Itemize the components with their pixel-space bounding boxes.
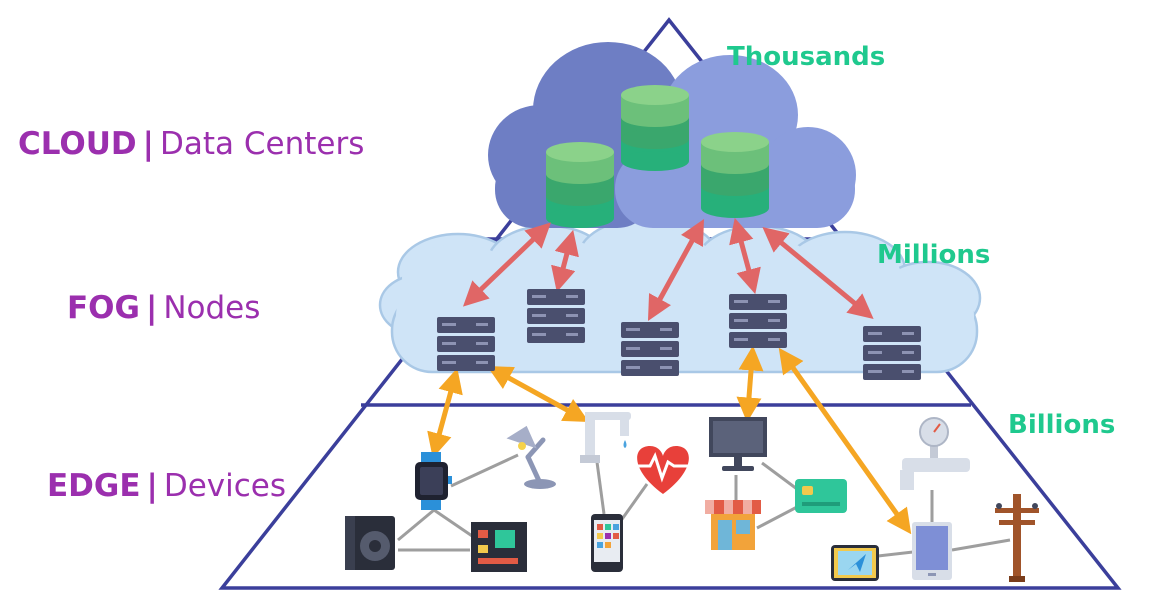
gps-tablet-icon xyxy=(831,545,879,581)
fog-tier-label: FOG|Nodes xyxy=(67,290,260,326)
server-group xyxy=(437,289,921,380)
database-icon xyxy=(546,142,614,228)
bidirectional-arrow xyxy=(427,367,463,459)
desk-lamp-icon xyxy=(506,425,556,489)
bidirectional-arrow xyxy=(778,347,912,535)
smartwatch-icon xyxy=(415,452,452,510)
bidirectional-arrow xyxy=(462,222,552,307)
server-icon xyxy=(729,294,787,348)
server-icon xyxy=(527,289,585,343)
edge-devices xyxy=(345,412,1039,582)
fog-tier-name: FOG xyxy=(67,290,140,326)
device-link-line xyxy=(761,461,798,491)
tablet-icon xyxy=(912,522,952,580)
monitor-icon xyxy=(709,417,767,471)
device-link-line xyxy=(618,483,649,523)
circuit-board-icon xyxy=(471,522,527,572)
server-icon xyxy=(863,326,921,380)
database-icon xyxy=(701,132,769,218)
cloud-tier-label: CLOUD|Data Centers xyxy=(18,126,364,162)
speaker-icon xyxy=(345,516,395,570)
edge-tier-label: EDGE|Devices xyxy=(47,468,286,504)
database-icon xyxy=(621,85,689,171)
cloud-tier-name: CLOUD xyxy=(18,126,137,162)
cloud-count-label: Thousands xyxy=(727,42,886,72)
fog-count-label: Millions xyxy=(877,240,991,270)
pressure-gauge-icon xyxy=(900,417,970,490)
database-group xyxy=(546,85,769,228)
edge-tier-separator: | xyxy=(146,468,158,504)
data-center-cloud xyxy=(488,42,856,228)
device-link-line xyxy=(951,538,1011,552)
edge-tier-name: EDGE xyxy=(47,468,141,504)
cloud-tier-separator: | xyxy=(142,126,154,162)
edge-count-label: Billions xyxy=(1008,410,1116,440)
bidirectional-arrow xyxy=(487,365,589,423)
heart-rate-icon xyxy=(637,446,690,494)
server-icon xyxy=(437,317,495,371)
device-link-line xyxy=(877,550,914,558)
cloud-tier-description: Data Centers xyxy=(160,126,365,162)
link-group xyxy=(397,217,1011,558)
credit-card-icon xyxy=(795,479,847,513)
edge-tier-description: Devices xyxy=(163,468,287,504)
server-icon xyxy=(621,322,679,376)
smartphone-icon xyxy=(591,514,623,572)
bidirectional-arrow xyxy=(647,219,705,321)
device-link-line xyxy=(595,461,606,515)
bidirectional-arrow xyxy=(551,229,579,293)
bidirectional-arrow xyxy=(729,217,761,295)
bidirectional-arrow xyxy=(736,345,764,423)
device-link-line xyxy=(450,453,519,488)
fog-tier-separator: | xyxy=(145,290,158,326)
fog-tier-description: Nodes xyxy=(163,290,261,326)
device-link-line xyxy=(433,508,479,542)
storefront-icon xyxy=(705,500,761,550)
bidirectional-arrow xyxy=(762,227,874,319)
device-link-line xyxy=(397,508,435,542)
faucet-icon xyxy=(580,412,631,463)
utility-pole-icon xyxy=(995,494,1039,582)
device-link-line xyxy=(756,505,798,530)
